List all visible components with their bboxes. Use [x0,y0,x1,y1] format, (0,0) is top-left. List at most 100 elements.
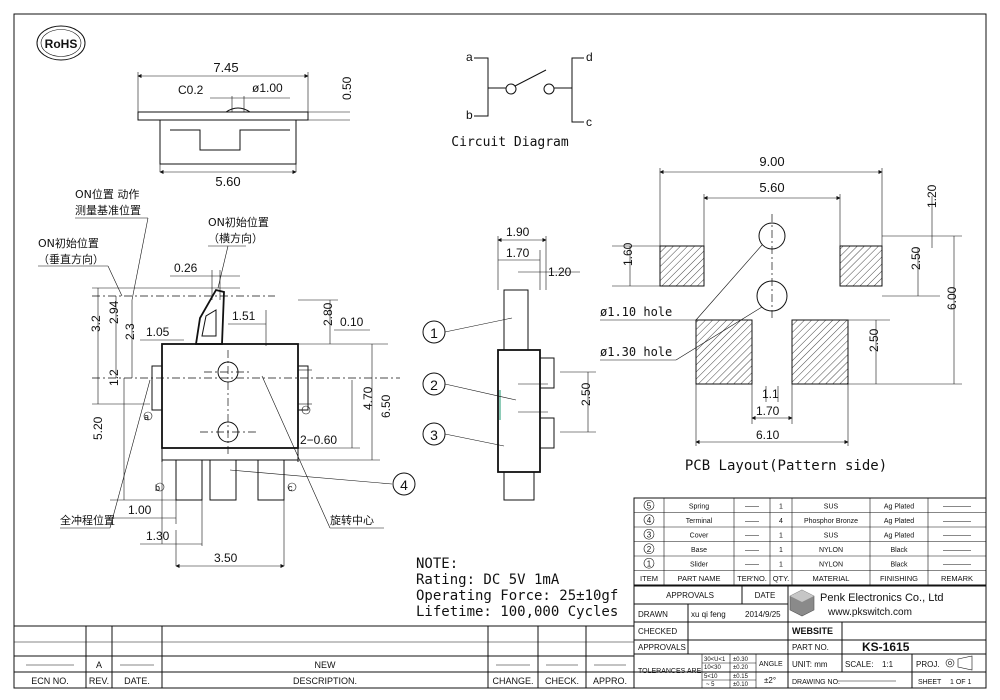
bom-item-number [643,499,655,511]
svg-text:DATE: DATE [755,591,776,600]
title-block: APPROVALS DATE DRAWN xu qi feng 2014/9/2… [633,585,987,689]
bom-cell-material: SUS [824,532,839,539]
svg-text:d: d [586,50,593,64]
svg-text:1.70: 1.70 [506,246,530,260]
svg-text:a: a [144,412,149,422]
svg-text:4.70: 4.70 [361,386,375,410]
top-view: 7.45 C0.2 ø1.00 0.50 5.60 [137,60,354,189]
svg-text:Circuit Diagram: Circuit Diagram [451,135,569,150]
bom-item-number-label: 1 [647,559,652,568]
bom-header-item: ITEM [640,574,658,583]
svg-text:PCB Layout(Pattern side): PCB Layout(Pattern side) [685,458,887,474]
bom-cell-remark: ———— [943,518,971,525]
svg-text:1: 1 [430,325,438,341]
svg-text:旋转中心: 旋转中心 [330,513,374,527]
svg-text:SHEET: SHEET [918,679,942,686]
svg-text:b: b [466,108,473,122]
svg-text:0.10: 0.10 [340,315,364,329]
svg-text:1.60: 1.60 [621,242,635,266]
circuit-diagram: a b d c Circuit Diagram [451,50,592,150]
svg-text:a: a [466,50,473,64]
svg-text:2.94: 2.94 [107,300,121,324]
svg-text:PART NO.: PART NO. [792,643,829,652]
pcb-layout: 9.00 5.60 1.60 1.20 2.50 6.00 2.50 ø1.10… [600,154,962,474]
bom-cell-material: NYLON [819,561,843,568]
svg-text:ANGLE: ANGLE [759,661,783,668]
svg-text:1.05: 1.05 [146,325,170,339]
svg-text:c: c [288,483,293,493]
svg-text:2.50: 2.50 [579,382,593,406]
svg-text:TOLERANCES ARE: TOLERANCES ARE [638,668,702,675]
svg-text:6.50: 6.50 [379,394,393,418]
svg-text:±0.20: ±0.20 [733,665,749,671]
svg-text:测量基准位置: 测量基准位置 [75,203,141,217]
projection-symbol-icon [945,655,973,671]
svg-text:±2°: ±2° [764,676,776,685]
bom-cell-tern: —— [745,532,759,539]
svg-text:（横方向）: （横方向） [208,231,263,245]
bom-cell-tern: —— [745,518,759,525]
svg-text:CHECK.: CHECK. [545,676,579,686]
bom-cell-qty: 4 [779,518,783,525]
svg-text:DATE.: DATE. [124,676,150,686]
bom-cell-remark: ———— [943,503,971,510]
svg-text:ø1.00: ø1.00 [252,81,283,95]
svg-text:C0.2: C0.2 [178,83,204,97]
bom-cell-qty: 1 [779,532,783,539]
svg-text:1.00: 1.00 [128,503,152,517]
bom-cell-tern: —— [745,561,759,568]
svg-text:DRAWN: DRAWN [638,610,668,619]
bom-cell-qty: 1 [779,547,783,554]
svg-text:2.3: 2.3 [123,323,137,340]
bom-item-number-label: 4 [647,516,652,525]
svg-text:5.60: 5.60 [759,180,784,195]
svg-text:Penk Electronics Co., Ltd: Penk Electronics Co., Ltd [820,592,944,604]
svg-text:3.50: 3.50 [214,551,238,565]
bom-header-material: MATERIAL [813,574,850,583]
svg-text:~ 5: ~ 5 [706,682,715,688]
notes: NOTE: Rating: DC 5V 1mA Operating Force:… [416,556,618,620]
svg-text:1.1: 1.1 [762,387,779,401]
svg-text:3.2: 3.2 [89,315,103,332]
svg-text:1.20: 1.20 [925,184,939,208]
bom-item-number [643,528,655,540]
svg-text:2: 2 [430,377,438,393]
svg-text:1.20: 1.20 [548,265,572,279]
svg-text:Operating Force: 25±10gf: Operating Force: 25±10gf [416,588,618,604]
bom-cell-part: Terminal [686,518,713,525]
svg-text:6.00: 6.00 [945,286,959,310]
svg-text:2.50: 2.50 [867,328,881,352]
svg-text:UNIT: mm: UNIT: mm [792,660,828,669]
svg-text:10<30: 10<30 [704,665,722,671]
bom-cell-material: SUS [824,503,839,510]
svg-text:b: b [155,483,160,493]
svg-text:5.20: 5.20 [91,416,105,440]
rohs-logo: RoHS [36,25,86,61]
svg-text:A: A [96,660,102,670]
svg-text:1:1: 1:1 [882,660,894,669]
revision-block: A NEW ECN NO. REV. DATE. DESCRIPTION. CH… [14,625,634,688]
svg-text:www.pkswitch.com: www.pkswitch.com [827,607,912,618]
svg-text:SCALE:: SCALE: [845,660,873,669]
svg-text:30<U<1: 30<U<1 [704,657,726,663]
bom-item-number-label: 2 [647,545,652,554]
svg-text:RoHS: RoHS [45,37,78,51]
bom-header-finish: FINISHING [880,574,918,583]
bom-cell-qty: 1 [779,561,783,568]
svg-text:ø1.30 hole: ø1.30 hole [600,345,672,359]
bom-cell-part: Cover [690,532,709,539]
svg-text:2.80: 2.80 [321,302,335,326]
svg-text:CHECKED: CHECKED [638,627,677,636]
svg-text:1.51: 1.51 [232,309,256,323]
bom-cell-part: Spring [689,503,709,510]
svg-text:KS-1615: KS-1615 [862,640,910,654]
bom-cell-remark: ———— [943,561,971,568]
svg-text:9.00: 9.00 [759,154,784,169]
svg-text:ON初始位置: ON初始位置 [208,215,269,229]
svg-text:±0.10: ±0.10 [733,682,749,688]
svg-text:WEBSITE: WEBSITE [792,626,833,636]
svg-text:5.60: 5.60 [215,174,240,189]
bom-cell-finish: Black [890,547,908,554]
bom-item-number-label: 5 [647,501,652,510]
bom-cell-remark: ———— [943,532,971,539]
